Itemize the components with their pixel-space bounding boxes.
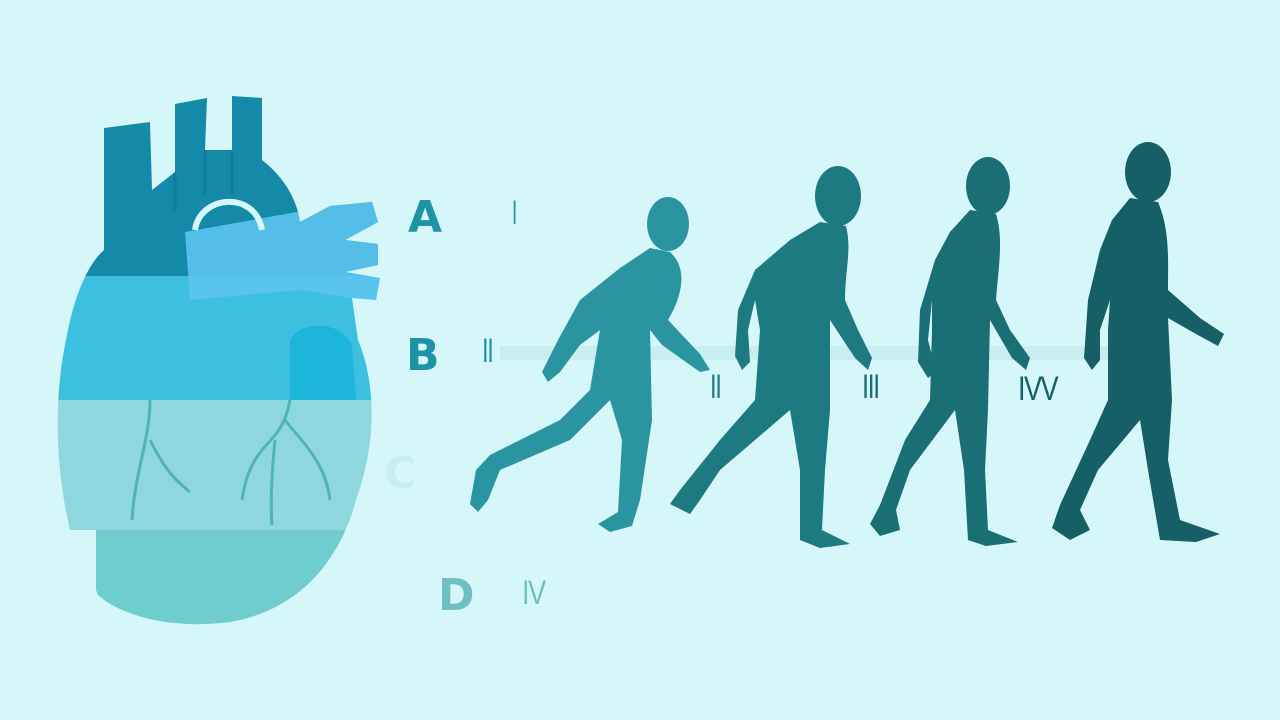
walking-person-icon bbox=[670, 166, 872, 548]
walking-person-icon bbox=[470, 197, 710, 532]
right-chamber bbox=[290, 325, 356, 400]
coronary-artery-left bbox=[130, 399, 191, 521]
stage-a-letter: A bbox=[408, 192, 443, 243]
coronary-artery-right bbox=[240, 399, 332, 526]
class-iv-numeral: IV bbox=[522, 574, 546, 612]
stage-b-letter: B bbox=[406, 330, 440, 381]
figure-class-label: IVV bbox=[1018, 370, 1059, 408]
walking-person-icon bbox=[870, 157, 1030, 546]
aortic-arch bbox=[192, 198, 265, 231]
stage-c-letter: C bbox=[384, 448, 417, 499]
stage-d-letter: D bbox=[438, 570, 475, 621]
walking-person-icon bbox=[1052, 142, 1224, 542]
vessel-lines bbox=[173, 150, 234, 210]
figure-class-label: III bbox=[862, 368, 880, 406]
class-i-numeral: I bbox=[512, 194, 517, 232]
class-ii-numeral: II bbox=[482, 332, 494, 370]
figure-class-label: II bbox=[710, 368, 722, 406]
heart-band-3 bbox=[57, 400, 380, 530]
pulmonary-veins bbox=[185, 202, 380, 300]
